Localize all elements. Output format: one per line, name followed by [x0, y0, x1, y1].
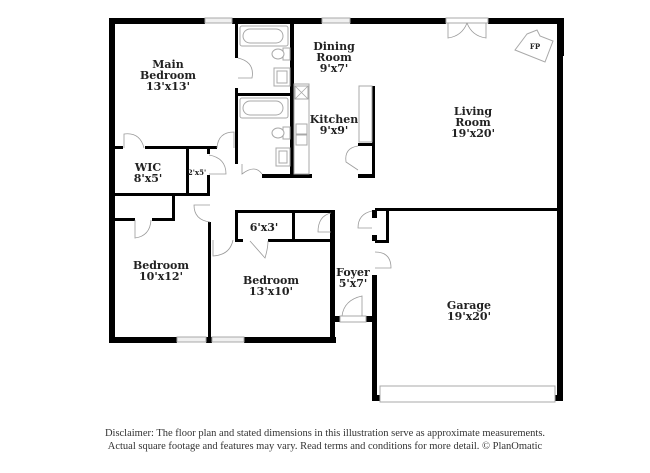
door-bedroom2-closet: [249, 240, 269, 259]
room-wic-dims: 8'x5': [134, 172, 163, 185]
fridge-counter: [358, 85, 373, 143]
room-labels: Main Bedroom 13'x13' Dining Room 9'x7' L…: [133, 40, 495, 323]
room-bedroom2-closet-dims: 6'x3': [250, 221, 279, 234]
room-living-line2: Room: [455, 116, 491, 129]
door-coat-closet: [357, 210, 373, 229]
room-garage-dims: 19'x20': [447, 310, 491, 323]
room-kitchen-dims: 9'x9': [320, 124, 349, 137]
disclaimer: Disclaimer: The floor plan and stated di…: [0, 427, 650, 453]
french-door[interactable]: [445, 17, 489, 39]
room-bedroom-2-line1: Bedroom: [243, 274, 299, 287]
window-dining: [321, 17, 351, 24]
windows: [176, 17, 351, 343]
door-pantry: [345, 145, 359, 171]
room-main-bedroom-line1: Main: [152, 58, 183, 71]
room-living-line1: Living: [454, 105, 492, 118]
room-bedroom-1-line1: Bedroom: [133, 259, 189, 272]
room-living-dims: 19'x20': [451, 127, 495, 140]
door-main-bedroom: [216, 131, 235, 149]
room-foyer-line1: Foyer: [336, 266, 370, 279]
door-front: [341, 295, 363, 317]
fireplace: FP: [514, 29, 554, 63]
door-bedroom-1: [193, 204, 211, 223]
door-main-bath: [237, 57, 253, 79]
room-garage-line1: Garage: [447, 299, 491, 312]
kitchen-fixtures: [293, 83, 373, 175]
room-main-bedroom-dims: 13'x13': [146, 80, 190, 93]
door-linen-closet: [208, 154, 227, 175]
doors[interactable]: [123, 57, 392, 323]
room-bedroom-2-dims: 13'x10': [249, 285, 293, 298]
room-dining-line1: Dining: [313, 40, 355, 53]
window-main-bedroom: [204, 17, 233, 24]
window-bedroom-2: [211, 336, 245, 343]
room-dining-line2: Room: [316, 51, 352, 64]
bathroom-fixtures: [239, 25, 291, 167]
garage-door[interactable]: [379, 385, 556, 403]
kitchen-sink-icon: [295, 123, 308, 135]
door-wic: [123, 133, 145, 149]
room-foyer-dims: 5'x7': [339, 277, 368, 290]
exterior-walls: [109, 18, 564, 401]
fireplace-label: FP: [530, 42, 541, 51]
disclaimer-line-1: Disclaimer: The floor plan and stated di…: [104, 428, 546, 439]
door-bedroom1-closet: [134, 219, 152, 239]
door-hall-bath: [241, 164, 263, 175]
room-kitchen-line1: Kitchen: [310, 113, 359, 126]
room-bedroom-1-dims: 10'x12': [139, 270, 183, 283]
door-bedroom-2: [212, 239, 234, 257]
room-main-bedroom-line2: Bedroom: [140, 69, 196, 82]
front-door-threshold: [339, 315, 367, 323]
door-garage: [374, 251, 392, 269]
room-linen-closet-dims: 2'x5': [188, 168, 206, 177]
disclaimer-line-2: Actual square footage and features may v…: [107, 441, 543, 452]
window-bedroom-1: [176, 336, 207, 343]
room-wic-line1: WIC: [134, 161, 161, 174]
room-dining-dims: 9'x7': [320, 62, 349, 75]
door-hall-closet: [317, 212, 332, 233]
interior-walls: [109, 18, 563, 343]
